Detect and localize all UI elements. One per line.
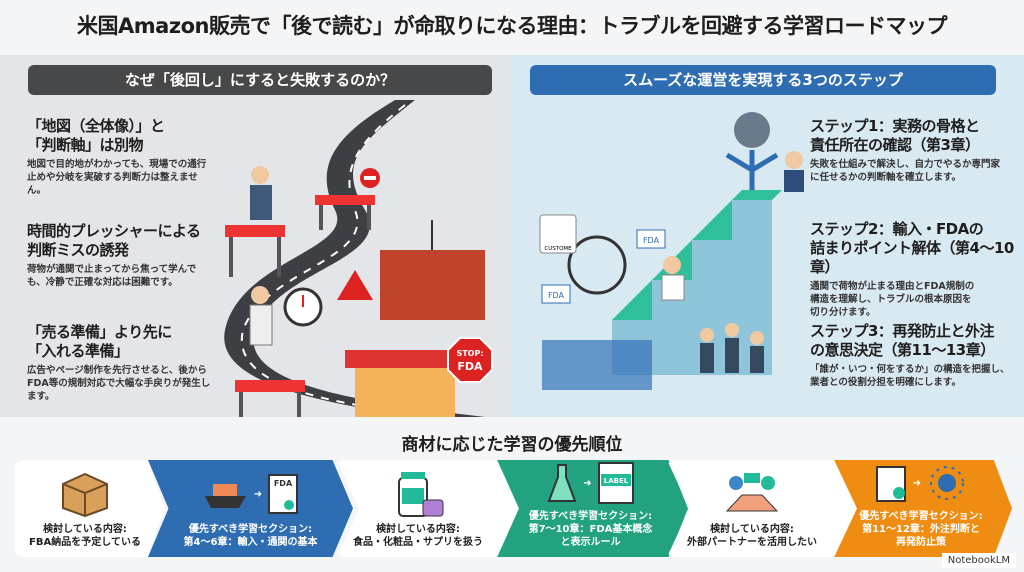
arrow-right-icon: ➜ bbox=[583, 477, 592, 489]
page-title: 米国Amazon販売で「後で読む」が命取りになる理由：トラブルを回避する学習ロー… bbox=[77, 14, 947, 38]
reason-body: 広告やページ制作を先行させると、後からFDA等の規制対応で大幅な手戻りが発生しま… bbox=[27, 365, 211, 402]
arrow-right-icon: ➜ bbox=[253, 488, 263, 500]
fda-document-icon: FDA bbox=[268, 474, 299, 514]
priority-label: 優先すべき学習セクション: bbox=[859, 511, 983, 522]
step-title: の意思決定（第11〜13章） bbox=[810, 341, 995, 359]
right-header: スムーズな運営を実現する3つのステップ bbox=[530, 65, 996, 95]
stopwatch-icon bbox=[283, 287, 323, 327]
priority-value: 第7〜10章：FDA基本概念 bbox=[528, 524, 653, 535]
staircase-illustration: CUSTOME FDA FDA bbox=[539, 112, 804, 390]
consider-label: 検討している内容: bbox=[376, 524, 460, 535]
step-title: ステップ2：輸入・FDAの bbox=[810, 220, 984, 238]
step-body: 「誰が・いつ・何をするか」の構造を把握し、業者との役割分担を明確にします。 bbox=[810, 364, 1010, 388]
reason-title: 「地図（全体像）」と bbox=[27, 117, 165, 135]
doc-label: FDA bbox=[274, 479, 293, 488]
reason-title: 「入れる準備」 bbox=[27, 342, 129, 360]
reason-body: 荷物が通関で止まってから焦って学んでも、冷静で正確な対応は困難です。 bbox=[27, 264, 197, 288]
barricade-icon bbox=[225, 225, 285, 277]
priority-section-title: 商材に応じた学習の優先順位 bbox=[401, 435, 623, 455]
reason-body: 地図で目的地がわかっても、現場での通行止めや分岐を実破する判断力は整えません。 bbox=[27, 159, 207, 196]
barricade-icon bbox=[235, 380, 305, 417]
step-title: 詰まりポイント解体（第4〜10章） bbox=[810, 239, 1014, 276]
reason-title: 「判断軸」は別物 bbox=[27, 136, 144, 154]
arrow-right-icon: ➜ bbox=[912, 477, 922, 489]
step-body: 失敗を仕組みで解決し、自力でやるか専門家に任せるかの判断軸を確立します。 bbox=[810, 159, 1001, 183]
consider-value: 食品・化粧品・サプリを扱う bbox=[353, 537, 483, 548]
left-header: なぜ「後回し」にすると失敗するのか？ bbox=[28, 65, 492, 95]
step-title: 責任所在の確認（第3章） bbox=[810, 136, 980, 154]
priority-label: 優先すべき学習セクション: bbox=[188, 524, 313, 535]
consider-label: 検討している内容: bbox=[43, 524, 127, 535]
consider-fba: 検討している内容: FBA納品を予定している bbox=[15, 460, 165, 557]
supplement-bottle-icon bbox=[397, 472, 443, 517]
warning-icon bbox=[337, 270, 373, 300]
step-body: 通関で荷物が止まる理由とFDA規制の構造を理解し、トラブルの根本原因を切り分けま… bbox=[810, 281, 975, 318]
branching-arrows-icon bbox=[725, 150, 779, 190]
shipping-container-icon bbox=[380, 220, 485, 320]
fda-label-2: FDA bbox=[548, 291, 565, 300]
priority-flow: 検討している内容: FBA納品を予定している ➜ FDA 優先すべき学習セクション… bbox=[15, 460, 1012, 557]
running-person-icon bbox=[249, 286, 273, 346]
step-title: ステップ3：再発防止と外注 bbox=[810, 322, 994, 340]
reason-1: 「地図（全体像）」と「判断軸」は別物 地図で目的地がわかっても、現場での通行止め… bbox=[27, 117, 227, 197]
stop-text: STOP: bbox=[456, 349, 483, 358]
priority-outsourcing: ➜ 優先すべき学習セクション: 第11〜12章：外注判断と 再発防止策 bbox=[830, 460, 1012, 557]
reason-title: 「売る準備」より先に bbox=[27, 323, 172, 341]
priority-value-cont: 再発防止策 bbox=[896, 537, 946, 548]
customs-label: CUSTOME bbox=[544, 246, 572, 252]
doc-label: LABEL bbox=[603, 477, 628, 485]
label-document-icon: LABEL bbox=[597, 462, 634, 504]
shop-icon bbox=[345, 350, 465, 417]
priority-value: 第11〜12章：外注判断と bbox=[862, 524, 980, 535]
barricade-icon bbox=[315, 195, 375, 230]
reason-title: 判断ミスの誘発 bbox=[27, 241, 129, 259]
checklist-clipboard-icon bbox=[875, 466, 906, 502]
team-icon bbox=[700, 323, 764, 373]
fda-label: FDA bbox=[643, 236, 660, 245]
priority-value: 第4〜6章：輸入・通関の基本 bbox=[183, 537, 318, 548]
notebooklm-watermark: NotebookLM bbox=[941, 553, 1016, 568]
reason-3: 「売る準備」より先に「入れる準備」 広告やページ制作を先行させると、後からFDA… bbox=[27, 323, 227, 403]
priority-import-customs: ➜ FDA 優先すべき学習セクション: 第4〜6章：輸入・通関の基本 bbox=[148, 460, 353, 557]
left-panel: なぜ「後回し」にすると失敗するのか？ 「地図（全体像）」と「判断軸」は別物 地図… bbox=[0, 55, 512, 417]
right-panel: スムーズな運営を実現する3つのステップ CUSTOME FDA FDA ステップ… bbox=[512, 55, 1024, 417]
flask-icon bbox=[547, 464, 577, 502]
priority-value-cont: と表示ルール bbox=[560, 537, 621, 548]
reason-2: 時間的プレッシャーによる判断ミスの誘発 荷物が通関で止まってから焦って学んでも、… bbox=[27, 222, 227, 289]
road-illustration: STOP: FDA bbox=[224, 100, 493, 417]
consider-food-cosmetics: 検討している内容: 食品・化粧品・サプリを扱う bbox=[337, 460, 519, 557]
step-title: ステップ1：実務の骨格と bbox=[810, 117, 980, 135]
cargo-ship-icon bbox=[204, 484, 246, 508]
blueprint-icon bbox=[542, 340, 652, 390]
sitting-person-icon bbox=[661, 256, 685, 301]
fda-text: FDA bbox=[457, 360, 483, 373]
priority-label: 優先すべき学習セクション: bbox=[528, 511, 653, 522]
step-1: ステップ1：実務の骨格と責任所在の確認（第3章） 失敗を仕組みで解決し、自力でや… bbox=[810, 117, 1020, 184]
step-2: ステップ2：輸入・FDAの詰まりポイント解体（第4〜10章） 通関で荷物が止まる… bbox=[810, 220, 1020, 319]
priority-fda-labeling: ➜ LABEL 優先すべき学習セクション: 第7〜10章：FDA基本概念 と表示ル… bbox=[493, 460, 688, 557]
consider-partner: 検討している内容: 外部パートナーを活用したい bbox=[667, 460, 857, 557]
consider-value: 外部パートナーを活用したい bbox=[687, 537, 817, 548]
global-network-icon bbox=[930, 466, 965, 500]
gear-icon bbox=[734, 112, 770, 148]
consider-value: FBA納品を予定している bbox=[29, 537, 141, 548]
consider-label: 検討している内容: bbox=[710, 524, 794, 535]
cardboard-box-icon bbox=[62, 472, 108, 517]
worried-person-icon bbox=[250, 166, 272, 220]
step-3: ステップ3：再発防止と外注の意思決定（第11〜13章） 「誰が・いつ・何をするか… bbox=[810, 322, 1020, 389]
tangle-icon bbox=[567, 235, 627, 295]
handshake-icon bbox=[725, 473, 779, 512]
reason-title: 時間的プレッシャーによる bbox=[27, 222, 201, 240]
businessman-icon bbox=[784, 151, 804, 192]
stop-fda-sign-icon: STOP: FDA bbox=[447, 337, 493, 383]
